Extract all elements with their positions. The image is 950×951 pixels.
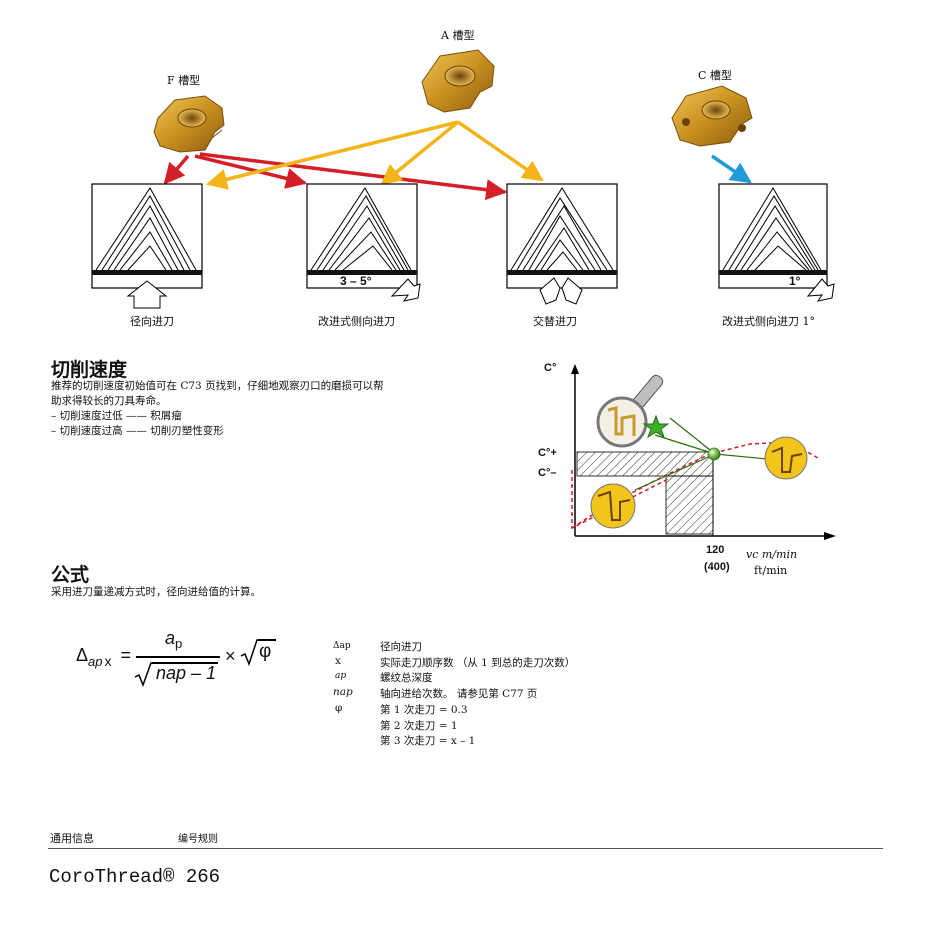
- glossary-desc: 径向进刀: [380, 641, 422, 653]
- speed-graph-c-plus: C°+: [538, 447, 557, 459]
- method-label-alternating: 交替进刀: [533, 315, 577, 328]
- glossary-symbol: x: [335, 655, 341, 667]
- method-label-modified-flank-1deg: 改进式侧向进刀 1°: [722, 315, 815, 328]
- speed-graph-c-minus: C°–: [538, 467, 557, 479]
- speed-graph-x-value: 120: [706, 544, 725, 556]
- formula-numerator: ap: [165, 628, 183, 651]
- glossary-symbol: nap: [333, 686, 353, 698]
- modified-flank-1deg-box: [718, 183, 835, 302]
- glossary-desc: 螺纹总深度: [380, 672, 433, 684]
- speed-graph-x-value-imperial: (400): [704, 561, 730, 573]
- formula-description: 采用进刀量递减方式时，径向进给值的计算。: [51, 586, 261, 598]
- c-insert-label: C 槽型: [698, 69, 732, 82]
- cutting-speed-heading: 切削速度: [51, 359, 128, 381]
- footer-product-title: CoroThread® 266: [49, 866, 221, 888]
- modified-flank-box: [306, 183, 421, 302]
- cutting-speed-text: 推荐的切削速度初始值可在 C73 页找到，仔细地观察刃口的磨损可以帮 助求得较长…: [51, 379, 384, 439]
- glossary-desc: 第 3 次走刀 = x – 1: [380, 735, 476, 747]
- method-label-modified-flank: 改进式侧向进刀: [318, 315, 395, 328]
- method-label-radial: 径向进刀: [130, 315, 174, 328]
- a-insert-label: A 槽型: [441, 29, 475, 42]
- glossary-desc: 第 2 次走刀 = 1: [380, 720, 458, 732]
- formula-times: ×: [225, 646, 236, 666]
- magnifier-icon: [596, 374, 664, 448]
- infeed-methods-diagram: [91, 49, 835, 309]
- radial-infeed-box: [91, 183, 203, 309]
- flank-angle-badge: 3 – 5°: [340, 274, 372, 288]
- fraction-bar: [136, 656, 220, 658]
- speed-graph-y-label: C°: [544, 362, 557, 374]
- glossary-symbol: φ: [335, 702, 343, 714]
- infeed-arrows: [163, 120, 752, 201]
- speed-graph-x-unit: vc m/min: [746, 548, 798, 561]
- cutting-speed-line: – 切削速度过低 —— 积屑瘤: [51, 410, 182, 422]
- formula-phi: φ: [259, 641, 272, 662]
- sqrt-sign-icon: [134, 662, 154, 687]
- cutting-speed-line: – 切削速度过高 —— 切削刃塑性变形: [51, 425, 224, 437]
- speed-graph-x-unit-imperial: ft/min: [754, 564, 788, 577]
- glossary-desc: 轴向进给次数。 请参见第 C77 页: [380, 688, 538, 700]
- cutting-speed-graph: [571, 364, 836, 540]
- footer-section-general: 通用信息: [50, 832, 94, 845]
- star-icon: [642, 414, 670, 439]
- glossary-desc: 实际走刀顺序数 （从 1 到总的走刀次数）: [380, 657, 576, 669]
- glossary-desc: 第 1 次走刀 = 0.3: [380, 704, 468, 716]
- formula-heading: 公式: [51, 564, 90, 586]
- formula-denominator: nap – 1: [156, 663, 217, 683]
- cutting-speed-line: 推荐的切削速度初始值可在 C73 页找到，仔细地观察刃口的磨损可以帮: [51, 380, 384, 392]
- plastic-deformation-icon: [764, 436, 808, 480]
- built-up-edge-icon: [590, 483, 636, 529]
- glossary-symbol: ap: [335, 671, 347, 681]
- f-insert-image: [153, 95, 225, 153]
- alternating-flank-box: [506, 183, 618, 305]
- a-insert-image: [421, 49, 495, 113]
- glossary-symbol: Δap: [333, 641, 351, 651]
- c-insert-image: [671, 85, 753, 147]
- sqrt-sign-icon: [240, 639, 260, 666]
- f-insert-label: F 槽型: [167, 74, 201, 87]
- cutting-speed-line: 助求得较长的刀具寿命。: [51, 395, 167, 407]
- flank-1deg-badge: 1°: [789, 274, 801, 288]
- footer-section-coding: 编号规则: [178, 834, 218, 845]
- footer-divider: [48, 848, 883, 849]
